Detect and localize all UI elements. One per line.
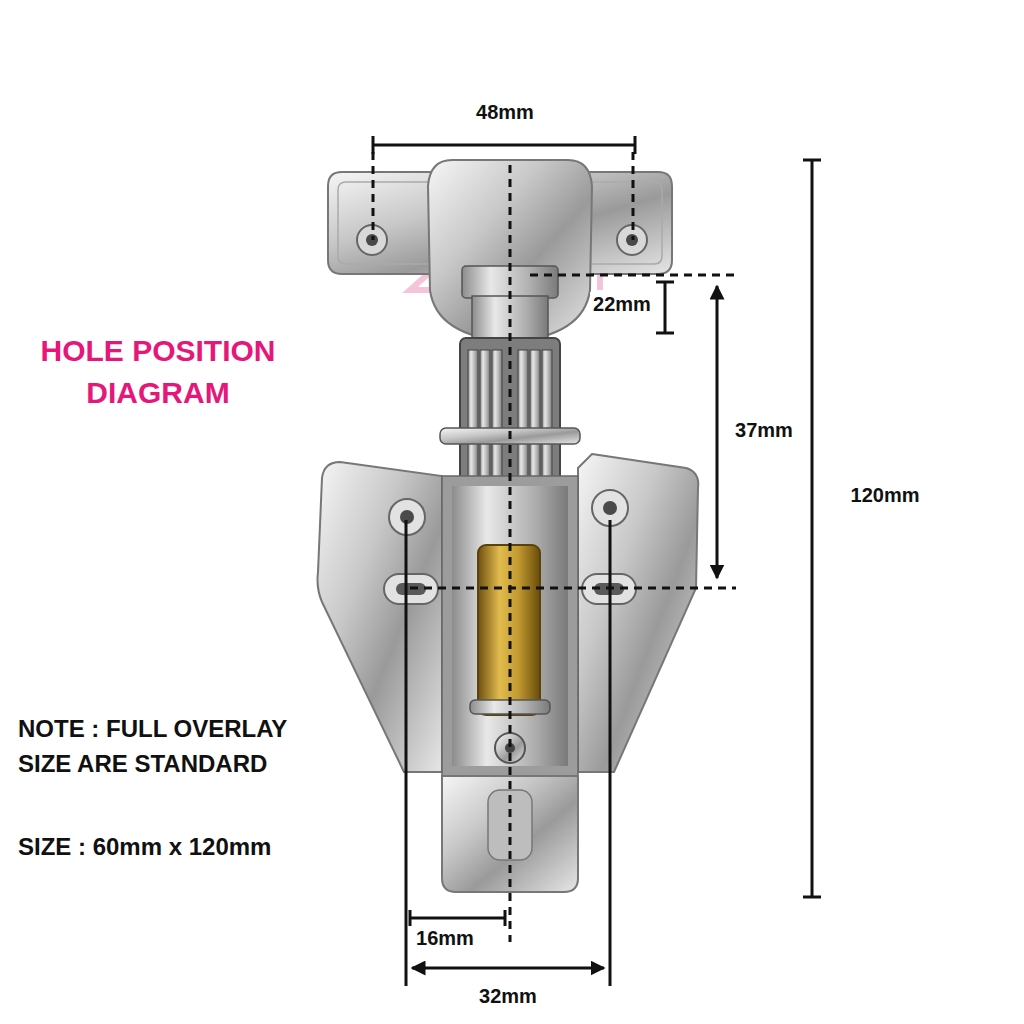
dimension-label: 22mm (590, 292, 654, 316)
dimension-label: 48mm (473, 100, 537, 124)
diagram-title: HOLE POSITION DIAGRAM (23, 330, 293, 414)
dimension-label: 16mm (413, 926, 477, 950)
dimension-label: 32mm (476, 984, 540, 1008)
size-note: SIZE : 60mm x 120mm (18, 830, 358, 865)
dimension-label: 120mm (848, 483, 923, 507)
note-text: NOTE : FULL OVERLAY SIZE ARE STANDARD (18, 712, 328, 782)
dimension-label: 37mm (732, 418, 796, 442)
dimension-lines (373, 136, 821, 986)
